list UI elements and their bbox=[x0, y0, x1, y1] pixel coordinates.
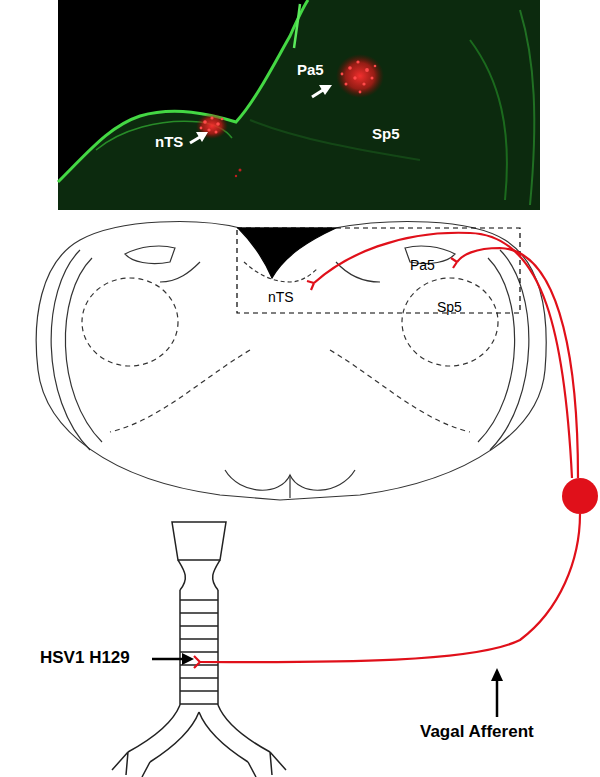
micrograph-label: nTS bbox=[155, 134, 183, 151]
trachea bbox=[112, 522, 286, 777]
micrograph-label: Pa5 bbox=[297, 62, 324, 79]
leader-arrows bbox=[152, 653, 503, 717]
injection-label: HSV1 H129 bbox=[40, 649, 130, 668]
micrograph-label: Sp5 bbox=[372, 126, 400, 143]
region-label: Sp5 bbox=[437, 300, 462, 315]
brainstem-section bbox=[36, 222, 546, 500]
nerve-label: Vagal Afferent bbox=[420, 723, 534, 742]
region-label: nTS bbox=[268, 290, 294, 305]
region-label: Pa5 bbox=[410, 258, 435, 273]
micrograph bbox=[58, 0, 540, 210]
vagal-neuron bbox=[194, 233, 598, 668]
